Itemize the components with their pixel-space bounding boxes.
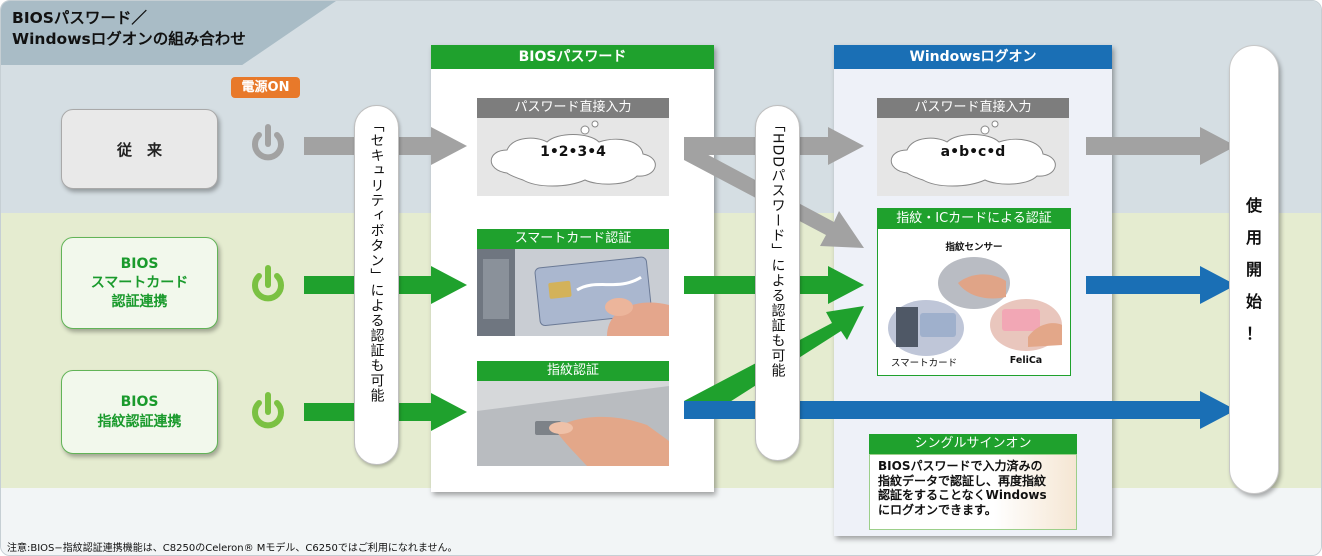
windows-direct-input-title: パスワード直接入力 xyxy=(877,98,1069,118)
power-icons xyxy=(252,124,284,429)
row-smartcard-line-2: スマートカード xyxy=(90,274,189,291)
security-button-note: 「セキュリティボタン」による認証も可能 xyxy=(368,118,385,403)
power-icon-row3 xyxy=(252,392,284,429)
power-icon-row2 xyxy=(252,265,284,302)
row-fingerprint-line-2: 指紋認証連携 xyxy=(97,414,182,430)
power-on-badge: 電源ON xyxy=(231,77,300,98)
row-smartcard-line-1: BIOS xyxy=(120,255,159,272)
fingerprint-sensor-label: 指紋センサー xyxy=(945,242,1003,253)
start-use-char-4: 始 xyxy=(1245,291,1262,311)
row-bios-smartcard: BIOS スマートカード 認証連携 xyxy=(61,237,218,329)
felica-label: FeliCa xyxy=(1009,355,1043,366)
power-icon-row1 xyxy=(252,124,284,161)
start-use-char-2: 用 xyxy=(1245,227,1262,247)
bios-panel-title: BIOSパスワード xyxy=(431,45,714,69)
power-on-label: 電源ON xyxy=(241,80,290,95)
windows-password-value: a•b•c•d xyxy=(940,144,1006,160)
security-button-pill: 「セキュリティボタン」による認証も可能 xyxy=(354,105,399,465)
hdd-password-pill: 「HDDパスワード」による認証も可能 xyxy=(755,105,800,461)
blue-arrow-1 xyxy=(1086,266,1236,304)
single-signon-desc: BIOSパスワードで入力済みの 指紋データで認証し、再度指紋 認証をすることなく… xyxy=(870,455,1076,521)
smartcard-photo xyxy=(477,249,669,336)
footnote: 注意:BIOS−指紋認証連携機能は、C8250のCeleron® Mモデル、C6… xyxy=(7,543,458,554)
single-signon-title: シングルサインオン xyxy=(869,434,1077,454)
bios-direct-input-title: パスワード直接入力 xyxy=(477,98,669,118)
bios-fingerprint-title: 指紋認証 xyxy=(477,361,669,381)
windows-ic-auth-title: 指紋・ICカードによる認証 xyxy=(878,209,1070,229)
title-line-1: BIOSパスワード／ xyxy=(12,9,147,27)
sso-line-3: 認証をすることなくWindows xyxy=(878,488,1047,502)
single-signon-box: シングルサインオン BIOSパスワードで入力済みの 指紋データで認証し、再度指紋… xyxy=(869,434,1077,530)
row-smartcard-line-3: 認証連携 xyxy=(111,293,168,310)
smartcard-label: スマートカード xyxy=(890,358,958,369)
windows-panel-title: Windowsログオン xyxy=(834,45,1112,69)
windows-direct-input-box: パスワード直接入力 a•b•c•d xyxy=(877,98,1069,196)
cloud-shape-windows xyxy=(890,120,1056,187)
row-bios-fingerprint: BIOS 指紋認証連携 xyxy=(61,370,218,454)
diagram-title: BIOSパスワード／ Windowsログオンの組み合わせ xyxy=(12,8,246,50)
title-line-2: Windowsログオンの組み合わせ xyxy=(12,30,246,48)
ic-auth-photos xyxy=(888,257,1062,356)
bios-password-value: 1•2•3•4 xyxy=(540,144,606,160)
bios-smartcard-title: スマートカード認証 xyxy=(477,229,669,249)
windows-ic-auth-box: 指紋・ICカードによる認証 指紋センサー スマートカード FeliCa xyxy=(877,208,1071,376)
start-use-pill: 使 用 開 始 ！ xyxy=(1229,45,1279,494)
start-use-char-3: 開 xyxy=(1245,259,1262,279)
hdd-password-note: 「HDDパスワード」による認証も可能 xyxy=(769,118,786,379)
sso-line-1: BIOSパスワードで入力済みの xyxy=(878,459,1043,473)
row-conventional: 従 来 xyxy=(61,109,218,189)
fingerprint-photo xyxy=(477,381,669,466)
row-fingerprint-line-1: BIOS xyxy=(120,394,159,410)
bios-smartcard-box: スマートカード認証 xyxy=(477,229,669,336)
blue-arrows xyxy=(684,266,1236,429)
sso-line-2: 指紋データで認証し、再度指紋 xyxy=(878,473,1047,488)
gray-arrow-3 xyxy=(1086,127,1236,165)
start-use-char-1: 使 xyxy=(1245,195,1262,215)
bios-direct-input-box: パスワード直接入力 1•2•3•4 xyxy=(477,98,669,196)
blue-arrow-long xyxy=(684,391,1236,429)
cloud-shape-bios xyxy=(490,120,656,187)
bios-fingerprint-box: 指紋認証 xyxy=(477,361,669,466)
single-signon-desc-box: BIOSパスワードで入力済みの 指紋データで認証し、再度指紋 認証をすることなく… xyxy=(869,454,1077,530)
row-conventional-label: 従 来 xyxy=(116,140,162,159)
start-use-char-5: ！ xyxy=(1245,323,1262,343)
sso-line-4: にログオンできます。 xyxy=(878,502,997,517)
